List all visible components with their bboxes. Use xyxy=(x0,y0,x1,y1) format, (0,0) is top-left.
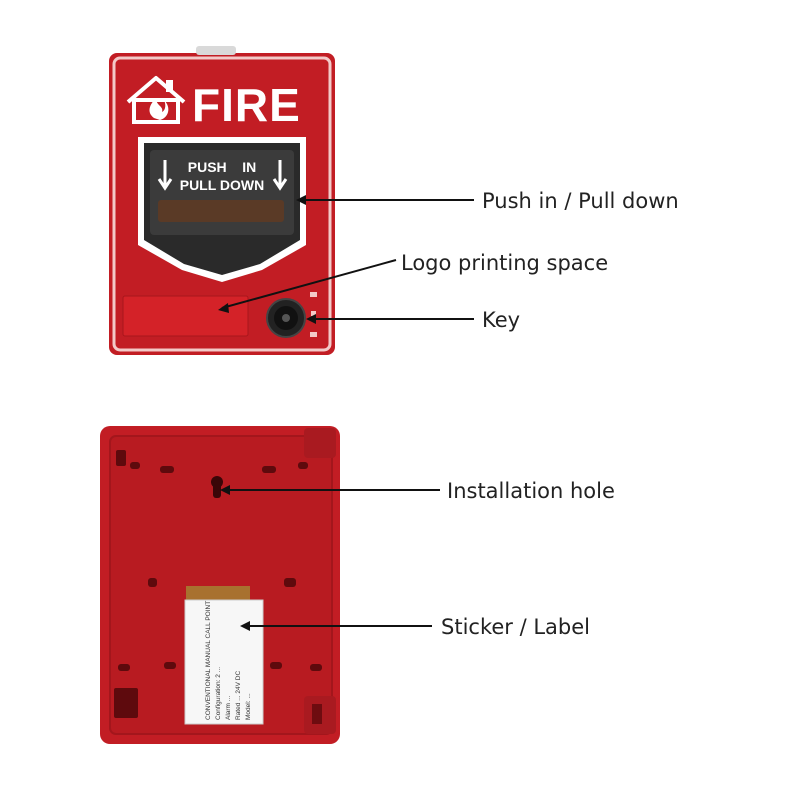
fire-logo-text: FIRE xyxy=(192,79,301,131)
sticker-line-3: Alarm ... xyxy=(225,696,232,720)
sticker-line-4: Rated ... 24V DC xyxy=(235,671,242,720)
sticker-line-1: CONVENTIONAL MANUAL CALL POINT xyxy=(205,601,212,720)
callout-arrowheads xyxy=(218,195,316,631)
front-top-clip xyxy=(196,46,236,55)
pull-handle[interactable]: PUSH IN PULL DOWN xyxy=(138,137,306,282)
sticker-line-5: Model: ... xyxy=(245,693,252,720)
callouts xyxy=(221,199,474,627)
handle-glow xyxy=(158,200,284,222)
sticker-label: CONVENTIONAL MANUAL CALL POINT Configura… xyxy=(184,586,264,725)
back-inner-panel xyxy=(109,435,333,735)
back-unit: CONVENTIONAL MANUAL CALL POINT Configura… xyxy=(100,426,340,744)
down-arrow-icon xyxy=(272,160,288,191)
front-border xyxy=(112,56,332,352)
key[interactable] xyxy=(266,292,317,338)
back-bottom-left-slot xyxy=(114,688,138,718)
vent-slots xyxy=(116,450,322,671)
handle-text-push-in: PUSH IN xyxy=(188,159,256,175)
callout-label-logo-space: Logo printing space xyxy=(401,251,608,275)
sticker-body xyxy=(184,599,264,725)
fire-logo: FIRE xyxy=(126,76,301,131)
sticker-line-2: Configuration: 2 ... xyxy=(215,667,222,720)
front-unit: FIRE PUSH IN PULL DOWN xyxy=(109,46,335,355)
callout-label-sticker: Sticker / Label xyxy=(441,615,590,639)
callout-label-installation-hole: Installation hole xyxy=(447,479,615,503)
callout-label-push-pull: Push in / Pull down xyxy=(482,189,679,213)
handle-text-pull-down: PULL DOWN xyxy=(180,177,265,193)
callout-label-key: Key xyxy=(482,308,520,332)
callout-line-logo-space xyxy=(221,259,397,309)
house-flame-icon xyxy=(126,76,186,124)
logo-printing-space xyxy=(122,295,249,337)
keyhole-slot-icon xyxy=(211,476,223,498)
back-top-corner-clip xyxy=(304,428,336,458)
down-arrow-icon xyxy=(157,160,173,191)
sticker-tab xyxy=(186,586,250,600)
